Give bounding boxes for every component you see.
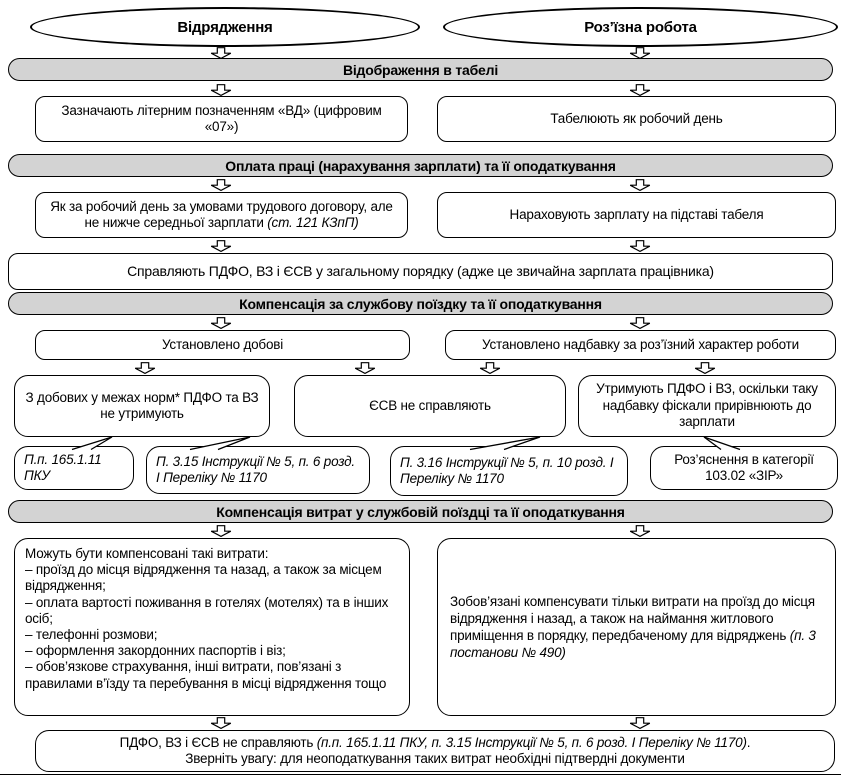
callout-ref-zir-label: Роз’яснення в категорії 103.02 «ЗІР» <box>674 451 814 484</box>
box-no-esv-label: ЄСВ не справляють <box>369 397 491 413</box>
box-timesheet-trip-label: Зазначають літерним позначенням «ВД» (ци… <box>61 102 382 135</box>
box-expenses-trip-list-text: Можуть бути компенсовані такі витрати: –… <box>25 546 389 691</box>
box-timesheet-traveling-label: Табелюють як робочий день <box>550 110 723 126</box>
callout-ref-pku: П.п. 165.1.11 ПКУ <box>14 446 134 490</box>
box-pay-trip-text: Як за робочий день за умовами трудового … <box>50 198 393 231</box>
node-business-trip-label: Відрядження <box>177 18 273 36</box>
box-traveling-allowance-set-label: Установлено надбавку за роз’їзний характ… <box>482 336 799 352</box>
footer-period: . <box>746 734 751 750</box>
box-expenses-traveling-label: Зобов’язані компенсувати тільки витрати … <box>450 593 823 661</box>
down-arrow-icon <box>629 240 651 252</box>
down-arrow-icon <box>629 525 651 537</box>
footer-text: ПДФО, ВЗ і ЄСВ не справляють <box>119 734 317 750</box>
down-arrow-icon <box>629 317 651 329</box>
down-arrow-icon <box>210 317 232 329</box>
box-expenses-trip-list: Можуть бути компенсовані такі витрати: –… <box>14 538 410 716</box>
down-arrow-icon <box>134 362 156 374</box>
box-expenses-traveling-ref: (п. 3 постанови № 490) <box>450 628 816 660</box>
section-bar-pay-label: Оплата праці (нарахування зарплати) та ї… <box>225 157 616 174</box>
box-daily-no-tax: З добових у межах норм* ПДФО та ВЗ не ут… <box>14 375 270 437</box>
down-arrow-icon <box>629 84 651 96</box>
box-no-esv: ЄСВ не справляють <box>294 375 566 437</box>
callout-tail-icon <box>189 436 251 451</box>
node-traveling-work-label: Роз’їзна робота <box>584 18 697 36</box>
callout-ref-instruction5-p10-label: П. 3.16 Інструкції № 5, п. 10 розд. І Пе… <box>400 454 614 487</box>
callout-tail-icon <box>71 436 113 451</box>
node-business-trip: Відрядження <box>30 7 420 47</box>
callout-tail-icon <box>703 436 741 451</box>
callout-ref-instruction5-p6-label: П. 3.15 Інструкції № 5, п. 6 розд. І Пер… <box>156 453 355 486</box>
section-bar-timesheet-label: Відображення в табелі <box>342 61 499 78</box>
down-arrow-icon <box>694 362 716 374</box>
down-arrow-icon <box>210 717 232 729</box>
down-arrow-icon <box>629 717 651 729</box>
box-daily-allowance-set-label: Установлено добові <box>161 336 284 352</box>
box-withhold-pdfo-vz: Утримують ПДФО і ВЗ, оскільки таку надба… <box>578 375 836 437</box>
down-arrow-icon <box>210 47 232 59</box>
box-daily-allowance-set: Установлено добові <box>35 330 410 360</box>
section-bar-expenses-compensation: Компенсація витрат у службовій поїздці т… <box>8 500 833 523</box>
box-daily-no-tax-label: З добових у межах норм* ПДФО та ВЗ не ут… <box>25 389 259 422</box>
section-bar-trip-compensation: Компенсація за службову поїздку та її оп… <box>8 292 833 315</box>
box-pay-traveling: Нараховують зарплату на підставі табеля <box>437 192 836 238</box>
down-arrow-icon <box>629 179 651 191</box>
box-common-tax: Справляють ПДФО, ВЗ і ЄСВ у загальному п… <box>8 253 833 290</box>
bottom-rule <box>0 774 841 775</box>
section-bar-trip-compensation-label: Компенсація за службову поїздку та її оп… <box>239 295 602 312</box>
box-timesheet-trip: Зазначають літерним позначенням «ВД» (ци… <box>35 96 408 142</box>
box-expenses-traveling-text: Зобов’язані компенсувати тільки витрати … <box>450 594 815 643</box>
footer-ref: (п.п. 165.1.11 ПКУ, п. 3.15 Інструкції №… <box>316 734 747 750</box>
callout-ref-instruction5-p6: П. 3.15 Інструкції № 5, п. 6 розд. І Пер… <box>146 446 370 494</box>
box-pay-trip: Як за робочий день за умовами трудового … <box>35 192 408 238</box>
down-arrow-icon <box>354 362 376 374</box>
box-timesheet-traveling: Табелюють як робочий день <box>437 96 836 142</box>
callout-ref-instruction5-p10: П. 3.16 Інструкції № 5, п. 10 розд. І Пе… <box>390 446 628 496</box>
box-pay-traveling-label: Нараховують зарплату на підставі табеля <box>509 206 764 222</box>
box-pay-trip-label: Як за робочий день за умовами трудового … <box>46 199 397 232</box>
footer-note: Зверніть увагу: для неоподаткування таки… <box>185 751 685 766</box>
box-common-tax-label: Справляють ПДФО, ВЗ і ЄСВ у загальному п… <box>127 263 714 280</box>
section-bar-expenses-compensation-label: Компенсація витрат у службовій поїздці т… <box>216 503 625 520</box>
down-arrow-icon <box>479 362 501 374</box>
box-footer-no-tax-label: ПДФО, ВЗ і ЄСВ не справляють (п.п. 165.1… <box>120 735 751 768</box>
section-bar-pay: Оплата праці (нарахування зарплати) та ї… <box>8 154 833 177</box>
down-arrow-icon <box>210 240 232 252</box>
box-pay-trip-ref: (ст. 121 КЗпП) <box>267 215 359 230</box>
down-arrow-icon <box>210 84 232 96</box>
callout-ref-pku-label: П.п. 165.1.11 ПКУ <box>24 451 102 484</box>
section-bar-timesheet: Відображення в табелі <box>8 58 833 81</box>
callout-ref-zir: Роз’яснення в категорії 103.02 «ЗІР» <box>650 446 838 490</box>
down-arrow-icon <box>210 525 232 537</box>
box-expenses-traveling: Зобов’язані компенсувати тільки витрати … <box>437 538 836 716</box>
box-footer-no-tax: ПДФО, ВЗ і ЄСВ не справляють (п.п. 165.1… <box>35 730 835 772</box>
box-traveling-allowance-set: Установлено надбавку за роз’їзний характ… <box>445 330 836 360</box>
callout-tail-icon <box>469 436 541 451</box>
node-traveling-work: Роз’їзна робота <box>443 7 838 47</box>
box-withhold-pdfo-vz-label: Утримують ПДФО і ВЗ, оскільки таку надба… <box>596 381 818 430</box>
down-arrow-icon <box>210 179 232 191</box>
down-arrow-icon <box>629 47 651 59</box>
